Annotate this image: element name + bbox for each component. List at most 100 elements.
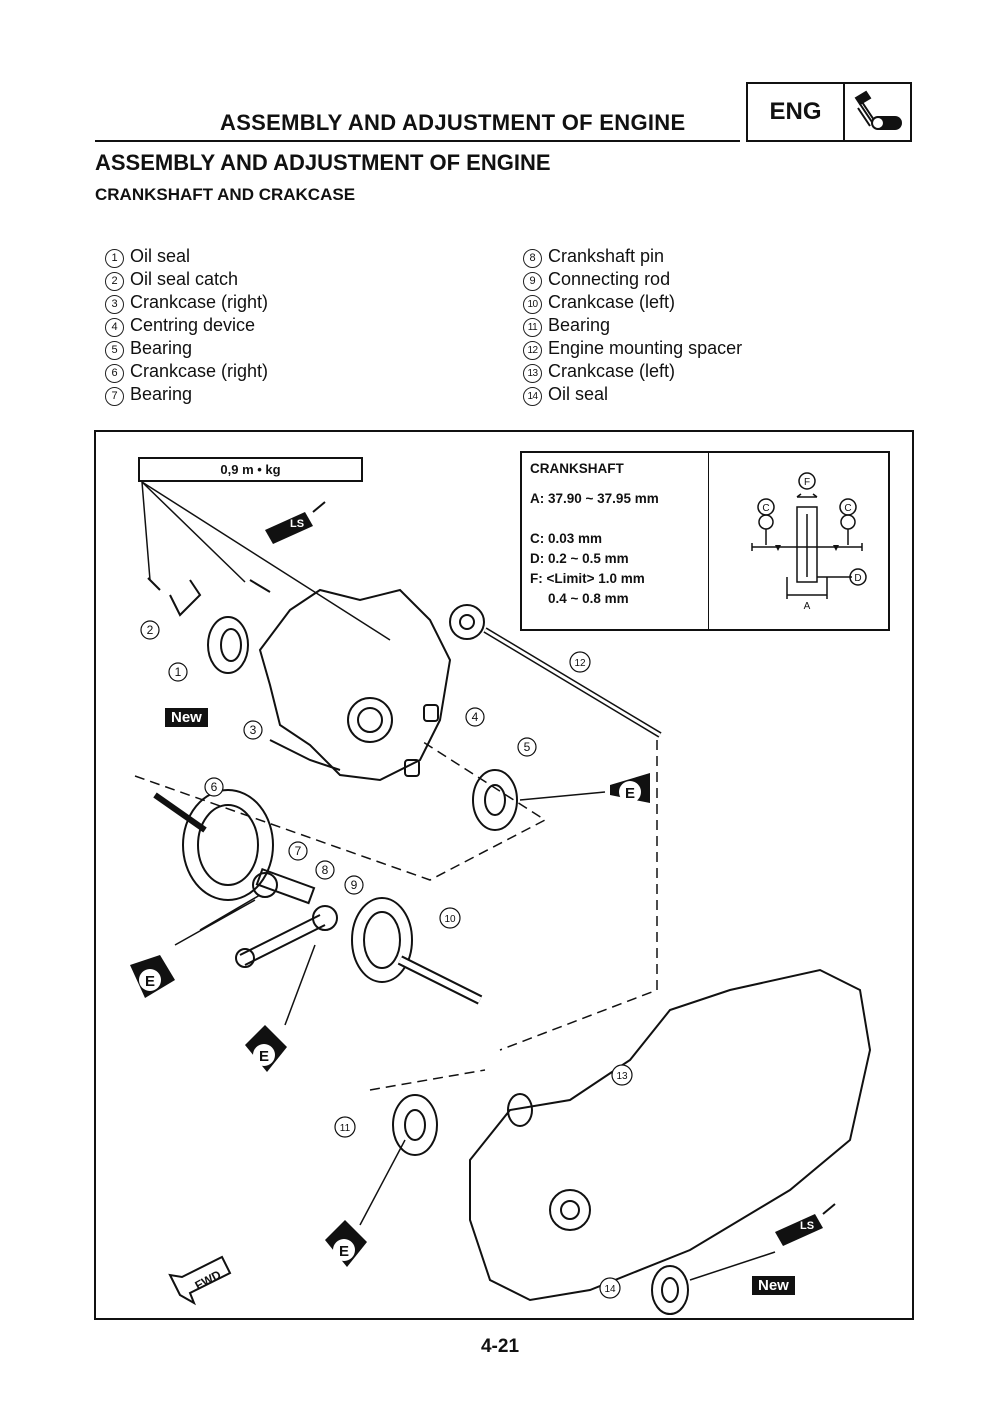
- svg-text:2: 2: [147, 623, 154, 637]
- legend-label: Crankcase (left): [548, 292, 676, 312]
- callout-7: 7: [288, 841, 308, 861]
- callout-number: 14: [523, 387, 542, 406]
- legend-item: 10 Crankcase (left): [523, 291, 742, 314]
- callout-6: 6: [204, 777, 224, 797]
- legend-label: Bearing: [130, 338, 193, 358]
- legend-item: 12 Engine mounting spacer: [523, 337, 742, 360]
- callout-12: 12: [569, 651, 591, 673]
- legend-item: 3 Crankcase (right): [105, 291, 268, 314]
- svg-text:13: 13: [616, 1071, 628, 1082]
- svg-text:12: 12: [574, 658, 586, 669]
- callout-number: 2: [105, 272, 124, 291]
- spec-f-range: 0.4 ~ 0.8 mm: [548, 591, 629, 606]
- eng-badge: ENG: [746, 82, 912, 142]
- section-title: ASSEMBLY AND ADJUSTMENT OF ENGINE: [95, 150, 551, 175]
- spec-a: A: 37.90 ~ 37.95 mm: [530, 491, 659, 506]
- fig-label-c: C: [762, 503, 769, 514]
- callout-number: 6: [105, 364, 124, 383]
- callout-1: 1: [168, 662, 188, 682]
- spec-c: C: 0.03 mm: [530, 531, 603, 546]
- legend-item: 1 Oil seal: [105, 245, 268, 268]
- callout-number: 7: [105, 387, 124, 406]
- callout-13: 13: [611, 1064, 633, 1086]
- callout-number: 3: [105, 295, 124, 314]
- svg-text:8: 8: [322, 863, 329, 877]
- svg-text:E: E: [145, 973, 155, 990]
- spec-divider: [708, 453, 709, 629]
- legend-item: 11 Bearing: [523, 314, 742, 337]
- legend-label: Oil seal: [548, 384, 609, 404]
- callout-number: 9: [523, 272, 542, 291]
- fig-label-d: D: [854, 573, 861, 584]
- fig-label-c: C: [844, 503, 851, 514]
- legend-label: Centring device: [130, 315, 256, 335]
- callout-5: 5: [517, 737, 537, 757]
- engine-oil-icon: E: [325, 1220, 367, 1267]
- legend-label: Crankcase (right): [130, 361, 269, 381]
- fig-label-a: A: [804, 601, 811, 612]
- crankcase-right-shape: [258, 588, 452, 782]
- new-part-badge: New: [752, 1276, 795, 1295]
- legend-label: Crankcase (left): [548, 361, 676, 381]
- svg-text:9: 9: [351, 878, 358, 892]
- svg-text:E: E: [625, 785, 635, 802]
- svg-text:5: 5: [524, 740, 531, 754]
- legend-label: Crankcase (right): [130, 292, 269, 312]
- engine-wrench-icon: [854, 90, 902, 130]
- callout-number: 13: [523, 364, 542, 383]
- legend-item: 13 Crankcase (left): [523, 360, 742, 383]
- callout-11: 11: [334, 1116, 356, 1138]
- header-title: ASSEMBLY AND ADJUSTMENT OF ENGINE: [220, 110, 686, 135]
- forward-arrow-icon: FWD: [168, 1255, 232, 1306]
- spec-text: CRANKSHAFT A: 37.90 ~ 37.95 mm C: 0.03 m…: [530, 459, 659, 609]
- svg-text:LS: LS: [800, 1220, 814, 1232]
- callout-10: 10: [439, 907, 461, 929]
- crankcase-left-shape: [469, 968, 872, 1302]
- svg-text:3: 3: [250, 723, 257, 737]
- svg-text:E: E: [259, 1048, 269, 1065]
- legend-label: Engine mounting spacer: [548, 338, 743, 358]
- legend-item: 9 Connecting rod: [523, 268, 742, 291]
- callout-14: 14: [599, 1277, 621, 1299]
- eng-badge-label: ENG: [769, 98, 822, 125]
- svg-text:14: 14: [604, 1284, 616, 1295]
- fig-label-f: F: [804, 477, 810, 488]
- torque-spec-label: 0,9 m • kg: [138, 457, 363, 482]
- legend-label: Connecting rod: [548, 269, 671, 289]
- engine-oil-icon: E: [245, 1025, 287, 1072]
- callout-number: 11: [523, 318, 542, 337]
- new-part-badge: New: [165, 708, 208, 727]
- legend-item: 6 Crankcase (right): [105, 360, 268, 383]
- crankshaft-spec-box: CRANKSHAFT A: 37.90 ~ 37.95 mm C: 0.03 m…: [520, 451, 890, 631]
- header-rule: [95, 140, 740, 142]
- callout-9: 9: [344, 875, 364, 895]
- callout-number: 10: [523, 295, 542, 314]
- spec-f: F: <Limit> 1.0 mm: [530, 571, 645, 586]
- crankshaft-measure-figure: F C C D A: [751, 472, 867, 612]
- callout-number: 1: [105, 249, 124, 268]
- legend-item: 14 Oil seal: [523, 383, 742, 406]
- legend-label: Bearing: [130, 384, 193, 404]
- svg-text:LS: LS: [290, 518, 304, 530]
- callout-3: 3: [243, 720, 263, 740]
- legend-item: 7 Bearing: [105, 383, 268, 406]
- callout-4: 4: [465, 707, 485, 727]
- svg-text:11: 11: [340, 1123, 351, 1134]
- section-subtitle: CRANKSHAFT AND CRAKCASE: [95, 185, 356, 204]
- engine-oil-icon: E: [130, 955, 175, 998]
- legend-label: Oil seal: [130, 246, 191, 266]
- callout-number: 12: [523, 341, 542, 360]
- svg-text:7: 7: [295, 844, 302, 858]
- callout-number: 4: [105, 318, 124, 337]
- callout-8: 8: [315, 860, 335, 880]
- legend-label: Bearing: [548, 315, 611, 335]
- exploded-diagram-frame: [94, 430, 914, 1320]
- spec-d: D: 0.2 ~ 0.5 mm: [530, 551, 629, 566]
- spec-title: CRANKSHAFT: [530, 461, 624, 476]
